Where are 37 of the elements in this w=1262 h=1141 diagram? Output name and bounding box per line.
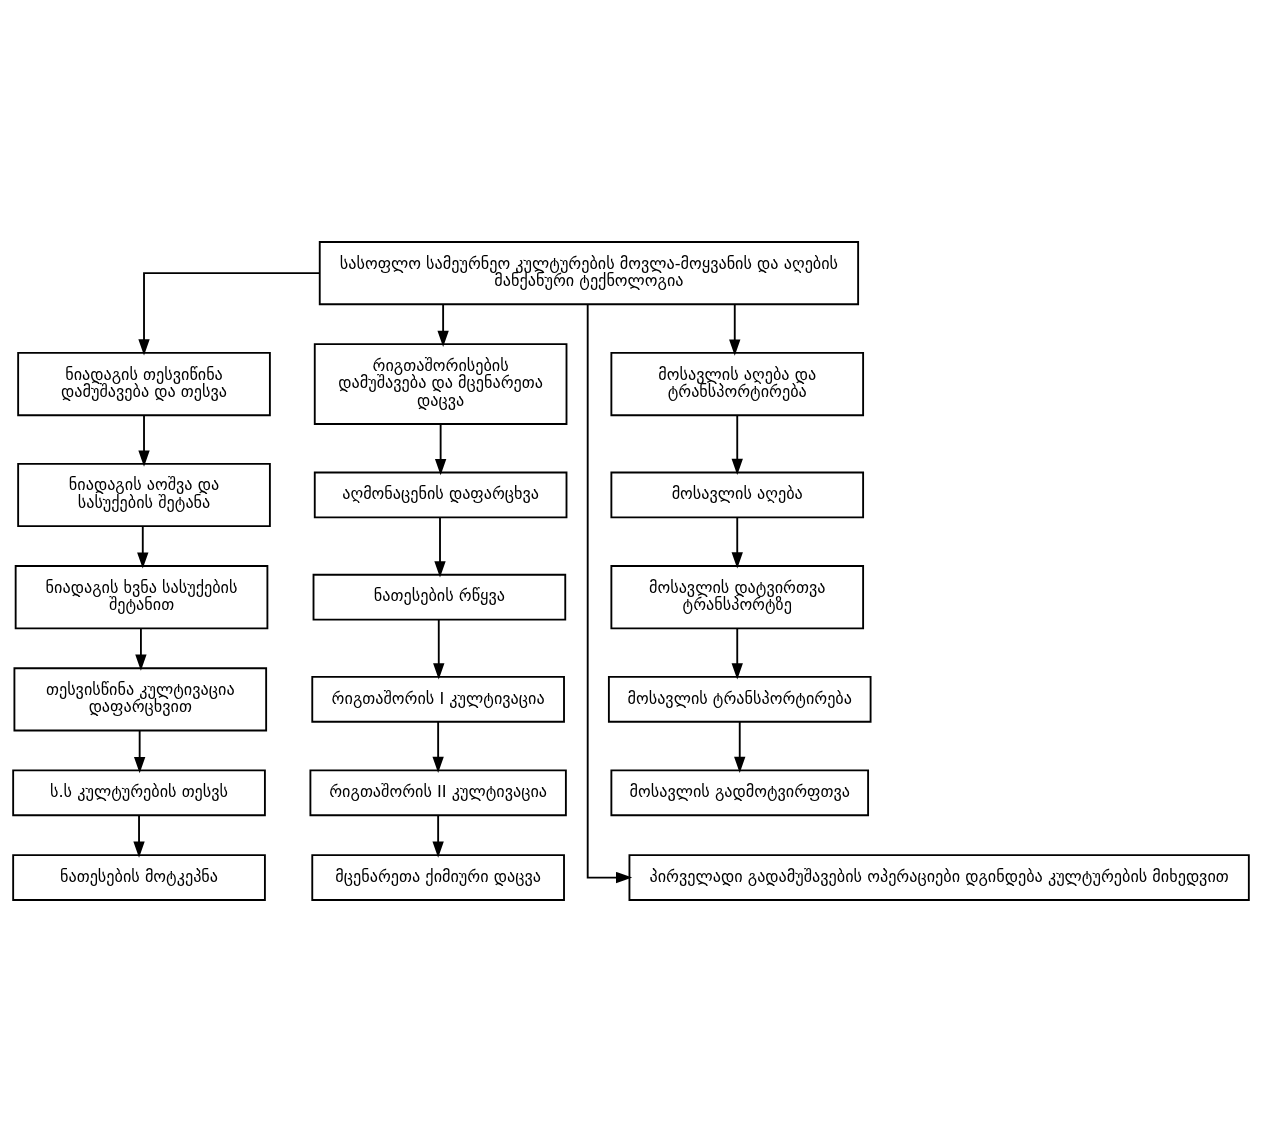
arrow [432,720,444,773]
node-box: თესვისწინა კულტივაცია დაფარცხვით [13,666,268,731]
arrow [138,271,321,355]
arrow [134,729,146,773]
arrow [586,302,633,883]
arrow [731,516,743,568]
node-box: მოსავლის აღება და ტრანსპორტირება [610,351,865,416]
arrow [734,720,746,773]
node-box: რიგთაშორის II კულტივაცია [309,768,567,816]
node-box: მოსავლის აღება [610,471,865,518]
arrow [434,422,447,475]
node-box: ნიადაგის აოშვა და სასუქების შეტანა [17,462,271,527]
node-box: მოსავლის ტრანსპორტირება [607,675,872,723]
arrow [432,814,444,858]
node-box: სასოფლო სამეურნეო კულტურების მოვლა-მოყვანის და აღების მანქანური ტექნოლოგია [318,240,860,305]
node-box: მოსავლის დატვირთვა ტრანსპორტზე [610,564,865,629]
node-box: ნიადაგის თესვიწინა დამუშავება და თესვა [17,351,271,416]
node-box: რიგთაშორისების დამუშავება და მცენარეთა დაცვა [313,342,568,425]
arrow [731,626,743,680]
arrow [133,814,145,858]
node-box: რიგთაშორის I კულტივაცია [311,675,565,723]
node-box: ნათესების მოტკეპნა [12,853,266,901]
arrow [135,626,147,671]
node-box: ნათესების რწყვა [312,573,567,621]
arrow [138,414,150,467]
arrow [137,524,149,569]
node-box: პირველადი გადამუშავების ოპერაციები დგინდება კულტურების მიხედვით [628,853,1250,901]
node-box: მოსავლის გადმოტვირფთვა [610,768,870,816]
arrow [731,414,743,475]
node-box: ს.ს კულტურების თესვს [12,768,266,816]
arrow [434,516,446,577]
node-box: ნიადაგის ხვნა სასუქების შეტანით [14,564,269,629]
arrow [729,303,741,356]
arrow [433,618,445,680]
arrow [437,303,449,347]
node-box: მცენარეთა ქიმიური დაცვა [311,853,565,901]
node-box: აღმონაცენის დაფარცხვა [313,471,568,518]
